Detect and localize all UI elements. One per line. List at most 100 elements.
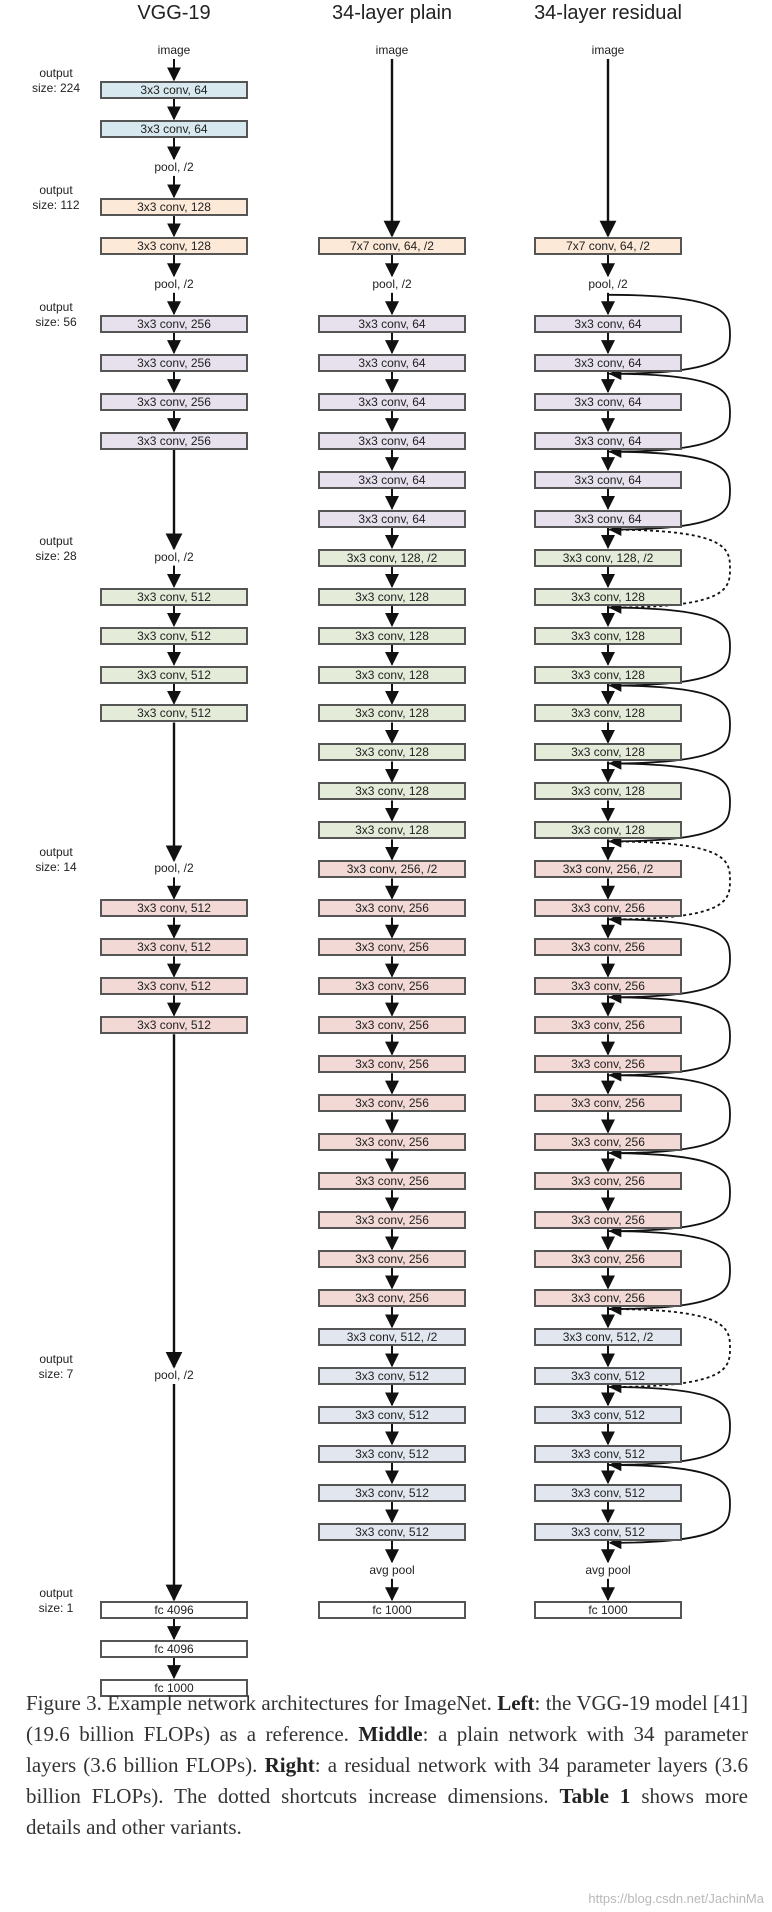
connections-layer	[165, 59, 731, 1680]
vgg-layer-box: 3x3 conv, 512	[100, 977, 248, 996]
residual-layer-box: 3x3 conv, 512	[534, 1522, 682, 1541]
caption-text-5: shows more details and other variants.	[26, 1784, 748, 1839]
output-size-label-line1: output	[39, 533, 73, 548]
output-size-label-line1: output	[39, 1351, 73, 1366]
residual-layer-box: 3x3 conv, 128	[534, 587, 682, 606]
identity-shortcut-arrow	[607, 372, 731, 458]
identity-shortcut-arrow	[607, 762, 731, 848]
figure-caption: Figure 3. Example network architectures …	[26, 1688, 748, 1843]
residual-layer-box: 3x3 conv, 128	[534, 665, 682, 684]
plain-layer-box: 3x3 conv, 64	[318, 392, 466, 411]
identity-shortcut-arrow	[607, 684, 731, 770]
residual-title: 34-layer residual	[534, 2, 682, 24]
plain-layer-box: 3x3 conv, 256	[318, 1250, 466, 1269]
plain-layer-box: 3x3 conv, 256	[318, 977, 466, 996]
residual-layer-box: 3x3 conv, 256	[534, 1133, 682, 1152]
plain-layer-box: 3x3 conv, 256	[318, 938, 466, 957]
plain-step-label: pool, /2	[372, 276, 412, 291]
identity-shortcut-arrow	[607, 1074, 731, 1160]
output-size-label-line1: output	[39, 299, 73, 314]
vgg-step-label: pool, /2	[154, 1367, 194, 1382]
vgg-layer-box: 3x3 conv, 256	[100, 353, 248, 372]
identity-shortcut-arrow	[607, 450, 731, 536]
plain-layer-box: 3x3 conv, 128	[318, 821, 466, 840]
plain-layer-box: 3x3 conv, 128	[318, 743, 466, 762]
vgg-layer-box: 3x3 conv, 128	[100, 236, 248, 255]
plain-layer-box: 3x3 conv, 512	[318, 1522, 466, 1541]
residual-layer-box: 3x3 conv, 64	[534, 353, 682, 372]
output-size-label-line2: size: 7	[38, 1366, 74, 1381]
vgg-step-label: image	[157, 43, 191, 57]
residual-layer-box: 3x3 conv, 128	[534, 704, 682, 723]
vgg-step-label: pool, /2	[154, 159, 194, 174]
plain-step-label: image	[375, 43, 409, 57]
caption-text-2: : the VGG-19 model [41] (19.6 billion FL…	[26, 1691, 748, 1746]
identity-shortcut-arrow	[607, 1152, 731, 1238]
identity-shortcut-arrow	[607, 1230, 731, 1316]
residual-layer-box: 3x3 conv, 64	[534, 509, 682, 528]
identity-shortcut-arrow	[607, 1386, 731, 1472]
caption-bold-right: Right	[264, 1753, 315, 1777]
output-size-label-line2: size: 1	[38, 1600, 74, 1615]
residual-layer-box: 3x3 conv, 128	[534, 782, 682, 801]
residual-layer-box: 3x3 conv, 512	[534, 1405, 682, 1424]
output-size-label-line2: size: 14	[35, 860, 77, 875]
plain-layer-box: 3x3 conv, 128, /2	[318, 548, 466, 567]
caption-bold-table: Table 1	[559, 1784, 631, 1808]
residual-step-label: image	[591, 43, 625, 57]
residual-layer-box: 3x3 conv, 256	[534, 1250, 682, 1269]
plain-title: 34-layer plain	[331, 2, 453, 24]
vgg-layer-box: 3x3 conv, 128	[100, 197, 248, 216]
plain-layer-box: 3x3 conv, 512	[318, 1366, 466, 1385]
vgg-layer-box: 3x3 conv, 512	[100, 899, 248, 918]
residual-layer-box: 3x3 conv, 64	[534, 470, 682, 489]
caption-text-3: : a plain network with 34 parameter laye…	[26, 1722, 748, 1777]
residual-layer-box: 3x3 conv, 256	[534, 899, 682, 918]
plain-layer-box: 3x3 conv, 64	[318, 509, 466, 528]
vgg-step-label: pool, /2	[154, 276, 194, 291]
plain-layer-box: 3x3 conv, 256	[318, 1211, 466, 1230]
identity-shortcut-arrow	[607, 996, 731, 1082]
plain-layer-box: 3x3 conv, 512	[318, 1405, 466, 1424]
plain-layer-box: 3x3 conv, 64	[318, 353, 466, 372]
residual-layer-box: 3x3 conv, 256	[534, 938, 682, 957]
vgg-title: VGG-19	[137, 2, 211, 24]
vgg-layer-box: 3x3 conv, 512	[100, 626, 248, 645]
output-size-label-line1: output	[39, 845, 73, 860]
vgg-layer-box: 3x3 conv, 64	[100, 80, 248, 99]
vgg-step-label: pool, /2	[154, 861, 194, 876]
output-size-label-line1: output	[39, 1585, 73, 1600]
plain-layer-box: 3x3 conv, 256	[318, 899, 466, 918]
identity-shortcut-arrow	[607, 1464, 731, 1550]
identity-shortcut-arrow	[607, 293, 731, 381]
residual-layer-box: 3x3 conv, 128	[534, 626, 682, 645]
residual-layer-box: 3x3 conv, 256	[534, 1016, 682, 1035]
watermark: https://blog.csdn.net/JachinMa	[588, 1891, 764, 1906]
output-size-label-line2: size: 28	[35, 548, 77, 563]
plain-layer-box: 3x3 conv, 128	[318, 782, 466, 801]
residual-layer-box: 3x3 conv, 256	[534, 1289, 682, 1308]
plain-layer-box: 3x3 conv, 256	[318, 1172, 466, 1191]
plain-layer-box: 3x3 conv, 256, /2	[318, 860, 466, 879]
residual-layer-box: 3x3 conv, 512	[534, 1444, 682, 1463]
vgg-layer-box: fc 4096	[100, 1639, 248, 1658]
plain-layer-box: 3x3 conv, 512, /2	[318, 1328, 466, 1346]
plain-layer-box: 3x3 conv, 64	[318, 470, 466, 489]
residual-step-label: avg pool	[585, 1562, 631, 1577]
vgg-layer-box: 3x3 conv, 512	[100, 1016, 248, 1035]
plain-layer-box: 3x3 conv, 128	[318, 665, 466, 684]
residual-layer-box: 3x3 conv, 64	[534, 392, 682, 411]
dotted-shortcut-arrow	[607, 528, 731, 614]
plain-layer-box: 3x3 conv, 64	[318, 314, 466, 333]
caption-text-1: Figure 3. Example network architectures …	[26, 1691, 498, 1715]
residual-layer-box: 3x3 conv, 512	[534, 1366, 682, 1385]
identity-shortcut-arrow	[607, 606, 731, 692]
output-size-label-line1: output	[39, 65, 73, 80]
plain-layer-box: 3x3 conv, 128	[318, 587, 466, 606]
